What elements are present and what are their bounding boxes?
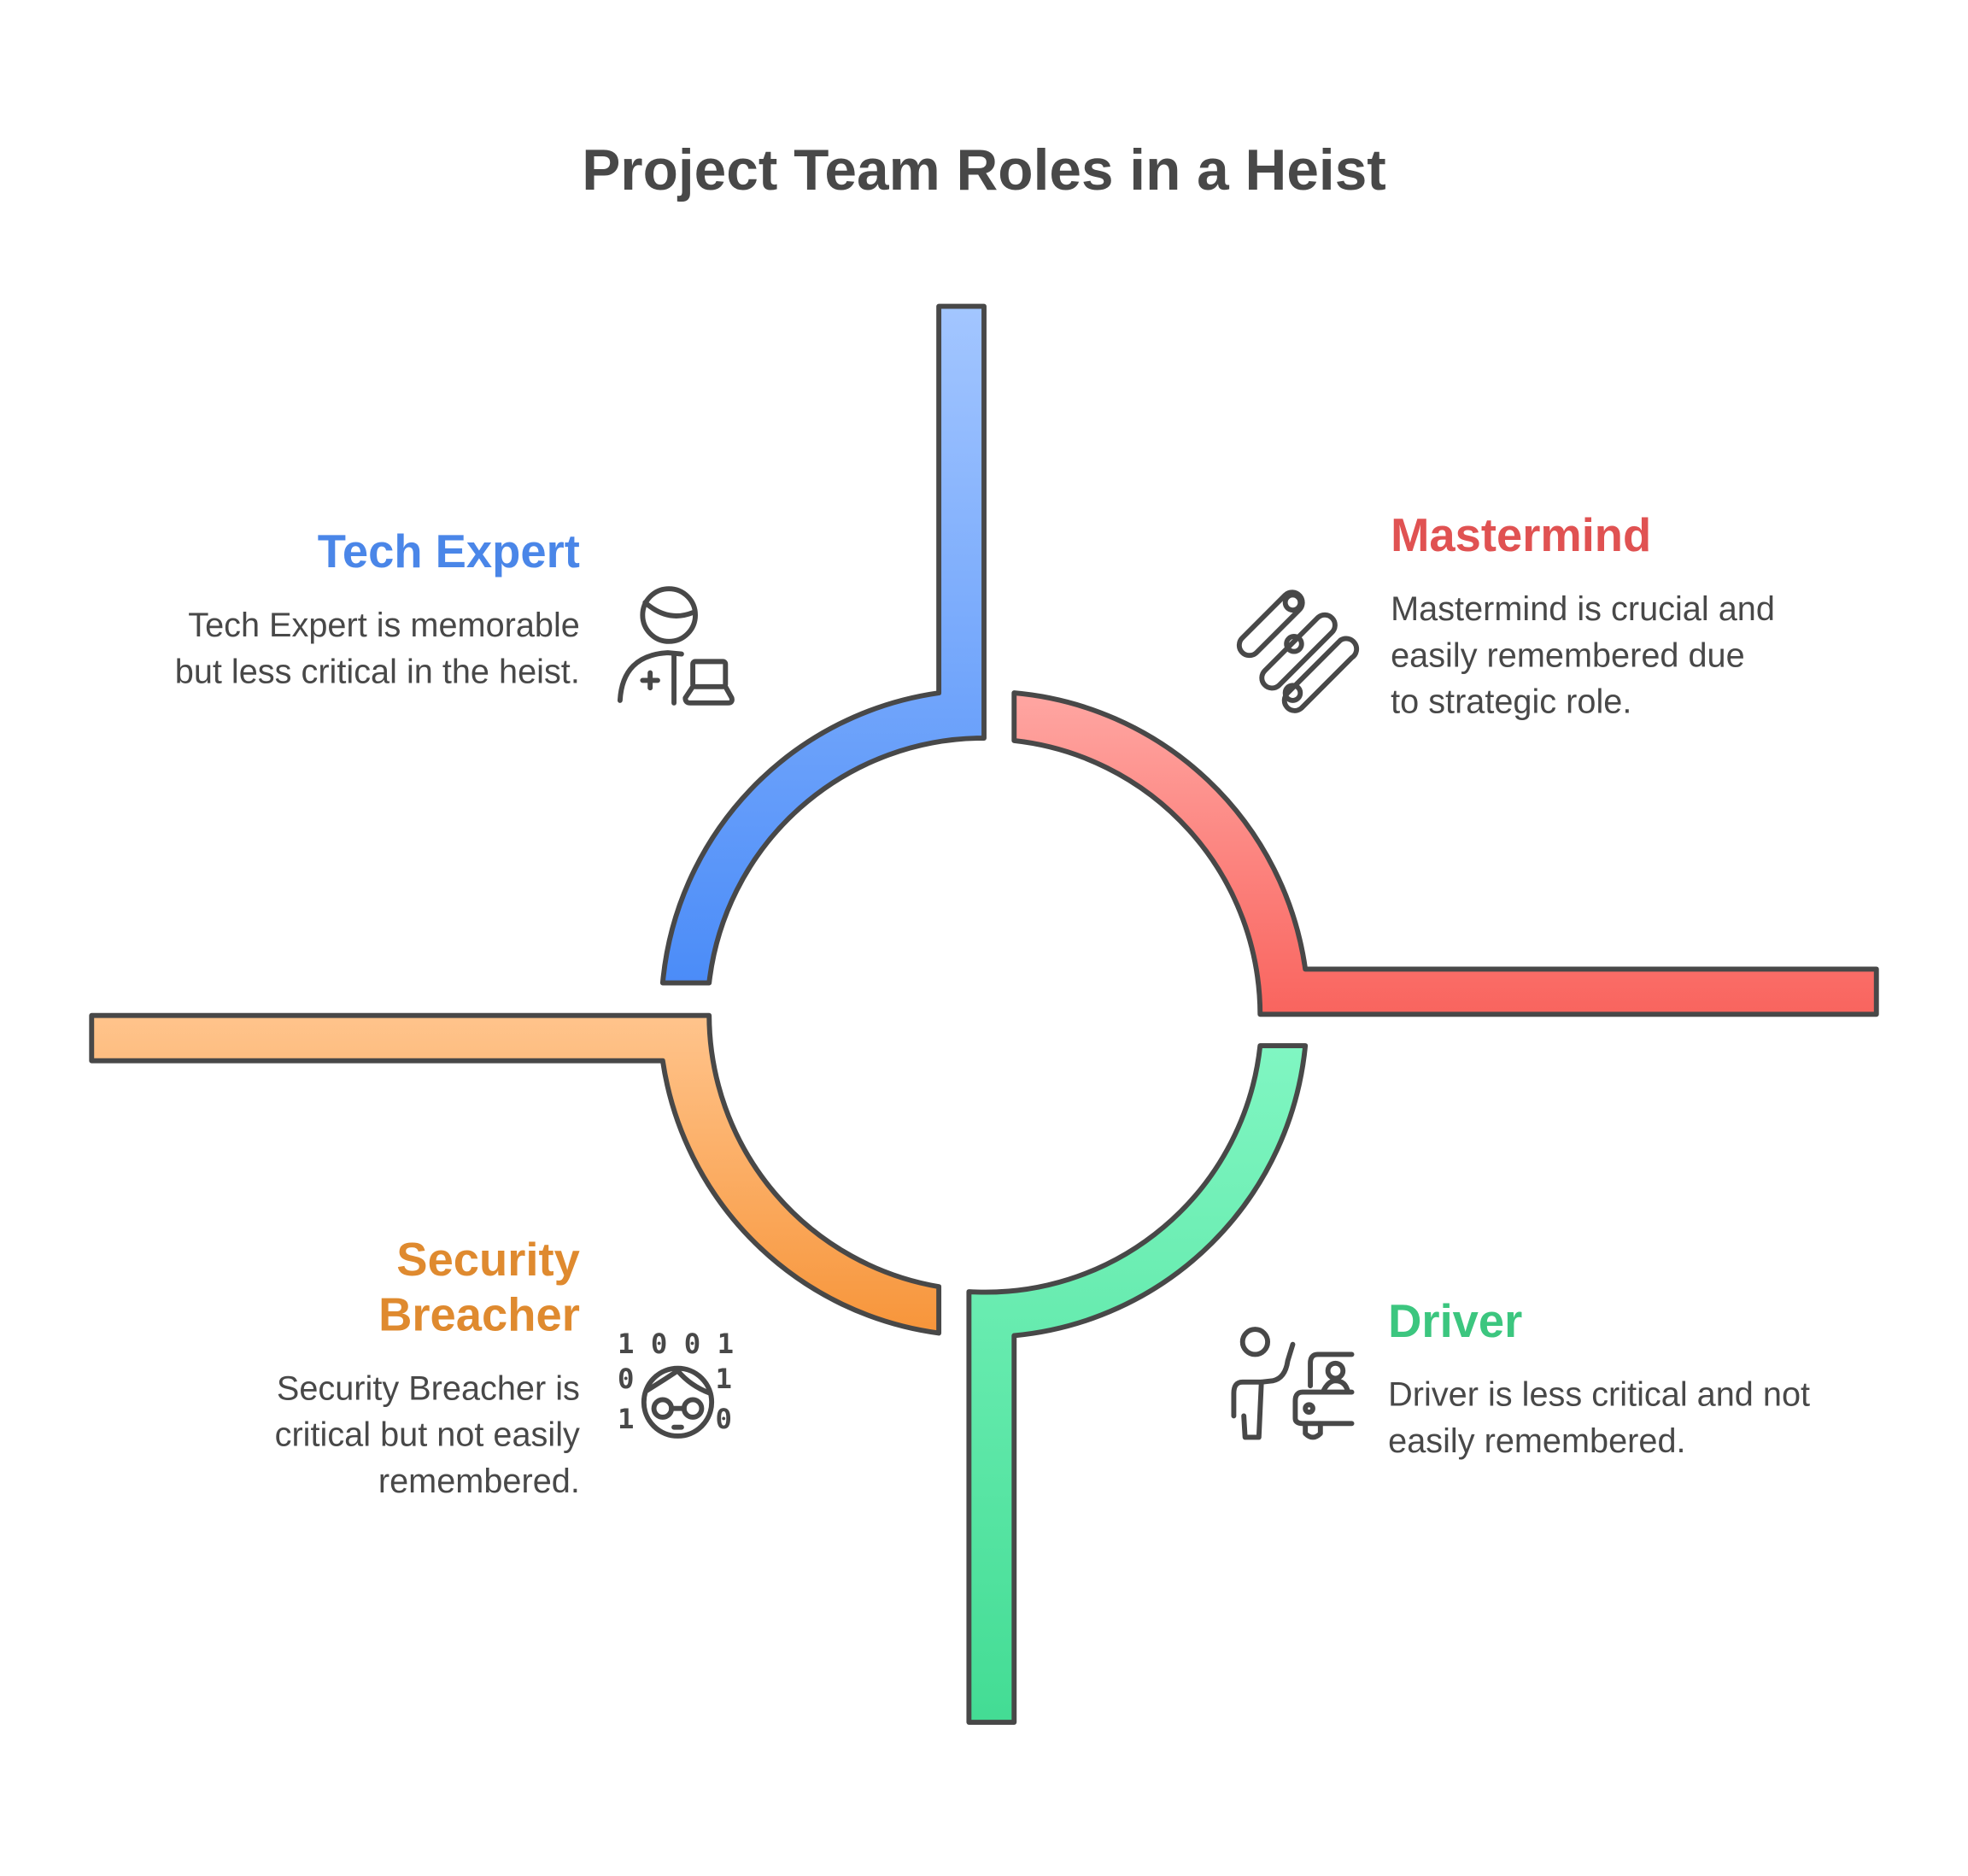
role-security-breacher: Security Breacher Security Breacher is c…: [166, 1233, 580, 1505]
binary-digit: 0: [618, 1363, 634, 1395]
role-label: Tech Expert: [317, 525, 580, 577]
security-breacher-segment: [89, 1012, 942, 1336]
role-driver: Driver Driver is less critical and not e…: [1388, 1294, 1890, 1465]
page-title: Project Team Roles in a Heist: [582, 137, 1386, 202]
role-description: Tech Expert is memorable but less critic…: [174, 606, 580, 691]
role-description: Mastermind is crucial and easily remembe…: [1391, 589, 1775, 721]
binary-digit: 1: [618, 1403, 634, 1435]
tech-expert-segment: [659, 303, 987, 986]
strategy-sliders-icon: [1236, 589, 1360, 713]
driver-segment: [966, 1043, 1309, 1725]
role-label: Mastermind: [1391, 509, 1652, 561]
binary-digit: 1: [716, 1363, 732, 1395]
binary-row-top: 1 0 0 1: [618, 1328, 734, 1360]
driver-car-icon: [1231, 1327, 1355, 1440]
role-label: Driver: [1388, 1295, 1523, 1347]
technician-laptop-icon: [617, 586, 735, 706]
role-tech-expert: Tech Expert Tech Expert is memorable but…: [166, 525, 580, 695]
binary-digit: 0: [716, 1403, 732, 1435]
role-label: Security Breacher: [378, 1234, 580, 1341]
role-description: Security Breacher is critical but not ea…: [274, 1369, 580, 1500]
role-mastermind: Mastermind Mastermind is crucial and eas…: [1391, 508, 1780, 725]
role-description: Driver is less critical and not easily r…: [1388, 1375, 1811, 1460]
mastermind-segment: [1011, 690, 1879, 1017]
hacker-binary-icon: [641, 1365, 715, 1439]
